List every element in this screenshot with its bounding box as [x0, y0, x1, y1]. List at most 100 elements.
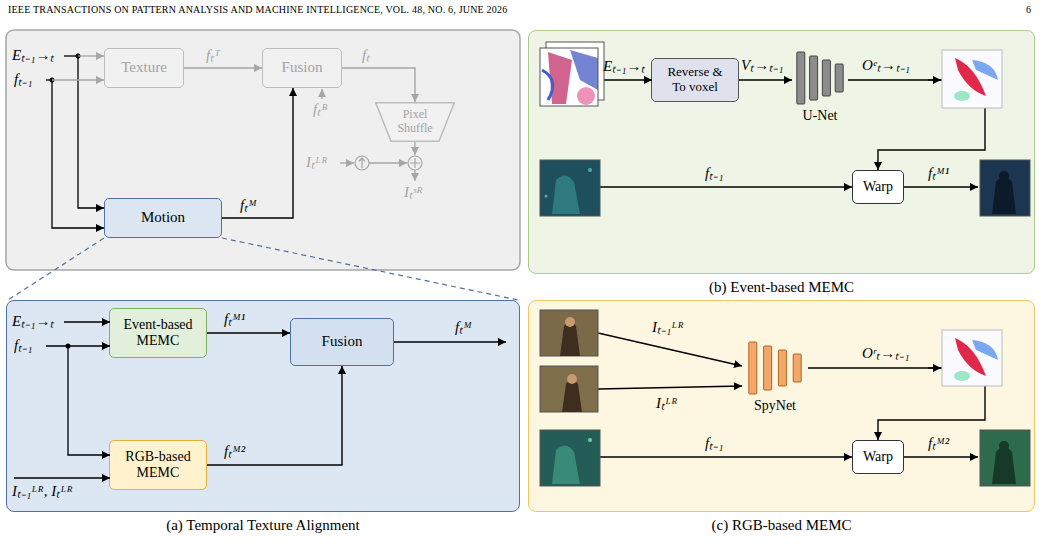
zoom-guide [222, 238, 518, 300]
layer-block [749, 342, 757, 394]
module-box: Event-based MEMC [109, 308, 207, 358]
trapezoid-outline [376, 103, 455, 142]
node-label: RGB-based MEMC [118, 449, 198, 481]
event-frame [570, 50, 598, 90]
label-anchor: fₜᴹ¹ [928, 164, 949, 182]
signal-name: Iₜᴸᴿ [306, 153, 328, 171]
signal-wire [904, 186, 978, 187]
optical-flow-map [954, 371, 970, 381]
connector [342, 68, 415, 102]
panel-caption: (c) RGB-based MEMC [529, 516, 1034, 534]
label-anchor: IEEE TRANSACTIONS ON PATTERN ANALYSIS AN… [8, 3, 507, 16]
network-icon: SpyNet [742, 340, 808, 422]
label-anchor: fₜᴹ² [928, 434, 949, 452]
event-frame [540, 42, 604, 106]
network-icon [742, 340, 808, 396]
muted-wire [340, 162, 354, 163]
process-box: Warp [852, 170, 904, 204]
node-label: U-Net [792, 108, 848, 124]
edge-label: fₜᴹ² [224, 442, 245, 460]
video-frame [540, 366, 598, 412]
subfigure-panel: (a) Temporal Texture AlignmentEvent-base… [6, 300, 520, 512]
node-label: Event-based MEMC [118, 317, 198, 349]
upsample-symbol [359, 158, 365, 168]
edge-label-anchor: fₜᵀ [206, 46, 220, 64]
node-label: Warp [863, 449, 893, 465]
label-anchor: Iₜᴸᴿ [656, 394, 678, 412]
edge-label: Oᵉₜ→ₜ₋₁ [862, 56, 910, 74]
signal-name: Eₜ₋₁→ₜ [12, 46, 54, 64]
label-anchor: Iₜ₋₁ᴸᴿ, Iₜᴸᴿ [12, 482, 73, 500]
signal-name: Iₜˢᴿ [404, 183, 423, 201]
signal-wire [928, 367, 941, 368]
layer-block [764, 346, 772, 390]
connector [222, 88, 293, 218]
muted-wire [321, 89, 322, 99]
feature-map [980, 160, 1030, 216]
signal-wire [394, 341, 506, 342]
edge-label-anchor: Vₜ→ₜ₋₁ [741, 56, 783, 74]
feature-map [545, 195, 548, 198]
pixel-shuffle-block: Pixel Shuffle [375, 102, 455, 142]
feature-map [999, 441, 1009, 451]
panel-caption: (a) Temporal Texture Alignment [7, 516, 519, 534]
edge-label-anchor: Oʳₜ→ₜ₋₁ [862, 344, 909, 362]
muted-block: Fusion [262, 48, 342, 88]
edge-label: fₜᵀ [206, 46, 220, 64]
video-frame [540, 310, 598, 356]
running-header: IEEE TRANSACTIONS ON PATTERN ANALYSIS AN… [8, 3, 507, 16]
feature-map [552, 445, 580, 484]
node-label: Warp [863, 179, 893, 195]
signal-name: Iₜ₋₁ᴸᴿ [652, 318, 684, 336]
sum-symbol [408, 156, 422, 170]
layer-block [797, 52, 805, 104]
signal-name: Eₜ₋₁→ₜ [603, 57, 645, 75]
connector [184, 67, 262, 68]
layer-block [793, 354, 801, 382]
connector [207, 332, 290, 333]
signal-name: Iₜ₋₁ᴸᴿ, Iₜᴸᴿ [12, 482, 73, 500]
zoom-guide [8, 238, 104, 300]
signal-wire [600, 186, 852, 187]
feature-map [540, 430, 600, 486]
signal-wire [46, 345, 110, 346]
signal-name: fₜᴹ [455, 318, 472, 336]
node-label: Texture [121, 59, 167, 76]
signal-name: Iₜᴸᴿ [656, 394, 678, 412]
optical-flow-map [942, 50, 1002, 108]
process-box: Warp [852, 440, 904, 474]
label-anchor: Eₜ₋₁→ₜ [12, 46, 54, 64]
video-frame [565, 317, 575, 327]
signal-wire [78, 56, 104, 208]
signal-name: Eₜ₋₁→ₜ [12, 312, 54, 330]
label-anchor: Iₜˢᴿ [404, 183, 423, 201]
label-anchor: Eₜ₋₁→ₜ [603, 57, 645, 75]
zoom-guide [8, 238, 518, 300]
optical-flow-map [942, 330, 1002, 386]
upsample-symbol [355, 156, 369, 170]
edge-label-anchor: fₜᴹ [240, 196, 257, 214]
video-frame [562, 380, 582, 412]
optical-flow-map [942, 330, 1002, 386]
muted-wire [52, 79, 104, 80]
signal-wire [14, 477, 110, 478]
muted-wire [78, 55, 104, 56]
edge-label-anchor: fₜᴹ¹ [224, 310, 245, 328]
event-frame [577, 87, 595, 105]
edge-label: Vₜ→ₜ₋₁ [741, 56, 783, 74]
optical-flow-map [942, 50, 1002, 108]
edge-label: fₜ [362, 46, 370, 64]
video-frame [560, 322, 580, 356]
upsample-symbol [355, 156, 369, 170]
layer-block [835, 64, 843, 92]
video-frame [540, 310, 598, 356]
module-box: Motion [104, 198, 222, 238]
layer-block [778, 350, 786, 386]
signal-wire [64, 321, 110, 322]
edge-label: fₜᴹ [240, 196, 257, 214]
feature-map [980, 430, 1030, 486]
node-label: Fusion [282, 59, 323, 76]
label-anchor: fₜ₋₁ [705, 164, 723, 182]
signal-name: fₜ₋₁ [14, 70, 32, 88]
